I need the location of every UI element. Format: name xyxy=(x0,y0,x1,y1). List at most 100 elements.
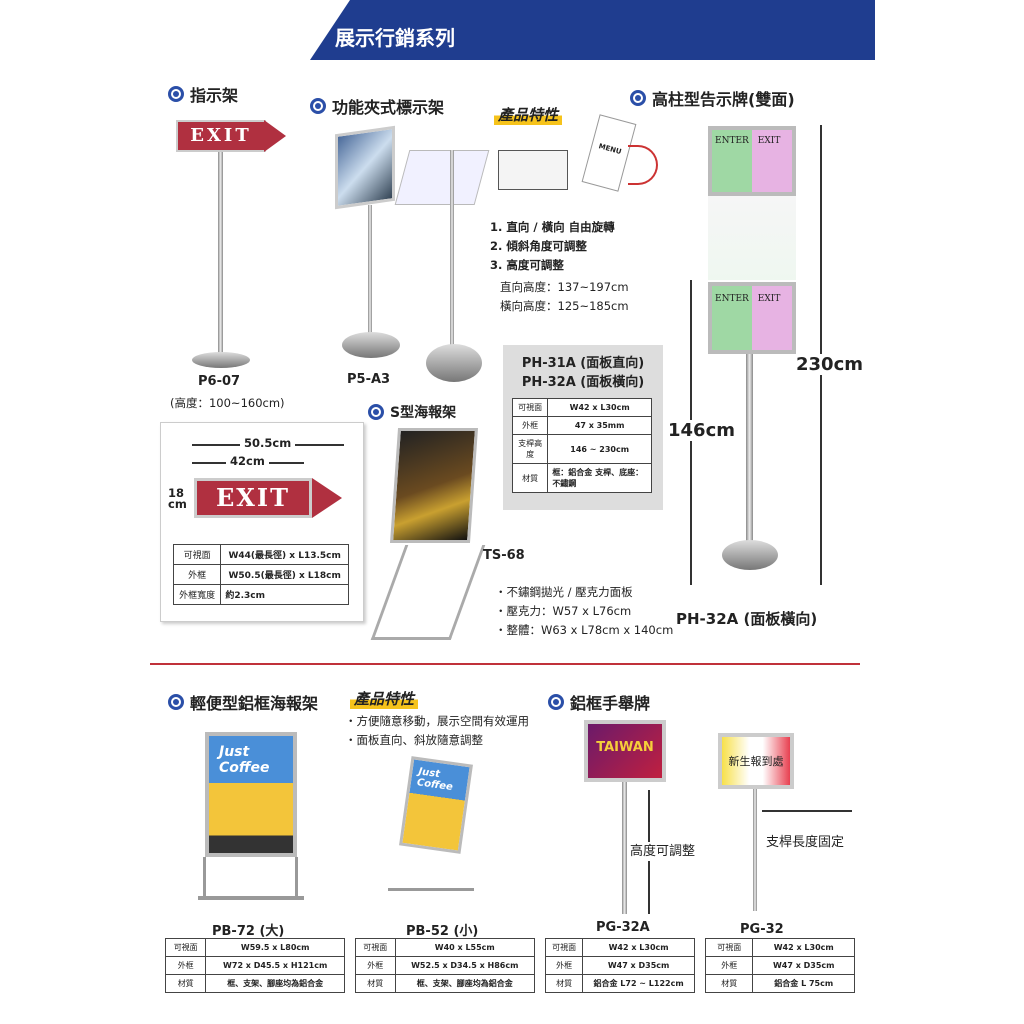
table-cell: 框、支架、腳座均為鋁合金 xyxy=(394,974,536,993)
table-cell: 外框 xyxy=(511,416,549,435)
s-stand-frame xyxy=(370,545,486,640)
table-cell: W42 x L30cm xyxy=(547,398,652,417)
ts-68-bullets: ・不鏽鋼拋光 / 壓克力面板・壓克力：W57 x L76cm・整體：W63 x … xyxy=(495,585,674,637)
enter-label: ENTER xyxy=(712,130,752,192)
table-cell: 鋁合金 L 75cm xyxy=(752,974,855,993)
table-cell: W72 x D45.5 x H121cm xyxy=(205,956,345,975)
stand-base xyxy=(388,888,474,891)
section-title-handheld-sign: 鋁框手舉牌 xyxy=(548,690,650,714)
exit-arrow-icon xyxy=(264,120,286,152)
pole xyxy=(753,789,757,911)
sign-panel-ghost xyxy=(708,196,796,280)
fixed-length-label: 支桿長度固定 xyxy=(766,835,845,850)
table-cell: W42 x L30cm xyxy=(752,938,855,957)
table-cell: W40 x L55cm xyxy=(394,938,536,957)
table-cell: 框：鋁合金 支桿、底座：不鏽鋼 xyxy=(547,463,652,493)
bullet-ring-icon xyxy=(310,98,326,114)
section-title-s-stand: S型海報架 xyxy=(368,402,456,422)
header-cut xyxy=(150,0,350,60)
table-cell: 材質 xyxy=(704,974,754,993)
height-range: (高度：100~160cm) xyxy=(170,396,285,410)
exit-sign: EXIT xyxy=(176,120,266,152)
stand-leg xyxy=(295,857,298,897)
base xyxy=(426,344,482,382)
bullet-ring-icon xyxy=(168,86,184,102)
page-title: 展示行銷系列 xyxy=(335,26,455,50)
table-cell: 鋁合金 L72 ~ L122cm xyxy=(582,974,695,993)
table-cell: 約2.3cm xyxy=(220,584,349,605)
dim-height: 18 cm xyxy=(168,486,187,511)
model-pg-32: PG-32 xyxy=(740,922,784,937)
poster-large: Just Coffee xyxy=(205,732,297,857)
frame-diagram xyxy=(498,150,568,190)
features-heading: 產品特性 xyxy=(494,104,563,125)
sign-panel-top: ENTER EXIT xyxy=(708,126,796,196)
table-cell: 外框寬度 xyxy=(172,584,222,605)
table-cell: W50.5(最長徑) x L18cm xyxy=(220,564,349,585)
model-ph-32a: PH-32A (面板橫向) xyxy=(676,610,818,628)
label: 鋁框手舉牌 xyxy=(570,694,651,713)
model-p6-07: P6-07 xyxy=(198,374,241,389)
section-title-tall-sign: 高柱型告示牌(雙面) xyxy=(630,86,795,110)
height-146: 146cm xyxy=(668,420,735,441)
welcome-sign: 新生報到處 xyxy=(718,733,794,789)
table-cell: 47 x 35mm xyxy=(547,416,652,435)
table-cell: 可視面 xyxy=(511,398,549,417)
poster-bullets: ・方便隨意移動，展示空間有效運用・面板直向、斜放隨意調整 xyxy=(345,714,529,747)
features-heading: 產品特性 xyxy=(350,688,419,709)
section-title-sign-stand: 指示架 xyxy=(168,82,238,106)
bullet-ring-icon xyxy=(168,694,184,710)
model-ts-68: TS-68 xyxy=(483,548,525,563)
table-cell: 可視面 xyxy=(355,938,396,957)
model-p5-a3: P5-A3 xyxy=(347,372,391,387)
table-cell: 外框 xyxy=(164,956,207,975)
exit-label: EXIT xyxy=(751,130,792,192)
stand-leg xyxy=(203,857,206,897)
section-title-poster-stand: 輕便型鋁框海報架 xyxy=(168,690,318,714)
exit-label: EXIT xyxy=(751,286,792,350)
table-cell: W47 x D35cm xyxy=(582,956,695,975)
table-cell: 框、支架、腳座均為鋁合金 xyxy=(205,974,345,993)
table-cell: 外框 xyxy=(355,956,396,975)
dim-width-inner: 42cm xyxy=(226,452,269,471)
base xyxy=(722,540,778,570)
fixed-arrow xyxy=(762,810,852,812)
table-cell: W42 x L30cm xyxy=(582,938,695,957)
model-pg-32a: PG-32A xyxy=(596,920,650,935)
table-cell: 材質 xyxy=(544,974,584,993)
base xyxy=(192,352,250,368)
bullet-ring-icon xyxy=(630,90,646,106)
pole xyxy=(746,354,753,554)
base xyxy=(342,332,400,358)
pole xyxy=(450,150,454,355)
model-pb-52: PB-52 (小) xyxy=(406,924,479,939)
label: S型海報架 xyxy=(390,405,457,421)
label: 輕便型鋁框海報架 xyxy=(190,694,319,713)
pole xyxy=(218,152,223,357)
table-cell: W44(最長徑) x L13.5cm xyxy=(220,544,349,565)
dim-width-outer: 50.5cm xyxy=(240,434,296,453)
table-cell: 材質 xyxy=(511,463,549,493)
table-cell: 外框 xyxy=(704,956,754,975)
ph-titles: PH-31A (面板直向)PH-32A (面板橫向) xyxy=(521,356,645,390)
s-stand-poster xyxy=(389,428,479,543)
exit-sign-large: EXIT xyxy=(194,478,312,518)
table-cell: W47 x D35cm xyxy=(752,956,855,975)
table-cell: W52.5 x D34.5 x H86cm xyxy=(394,956,536,975)
table-cell: 可視面 xyxy=(172,544,222,565)
label: 指示架 xyxy=(190,86,239,105)
dimension-card xyxy=(160,422,364,622)
table-cell: 材質 xyxy=(355,974,396,993)
table-cell: 可視面 xyxy=(164,938,207,957)
label: 高柱型告示牌(雙面) xyxy=(652,90,795,109)
taiwan-sign: TAIWAN xyxy=(584,720,666,782)
section-title-clip-stand: 功能夾式標示架 xyxy=(310,94,444,118)
